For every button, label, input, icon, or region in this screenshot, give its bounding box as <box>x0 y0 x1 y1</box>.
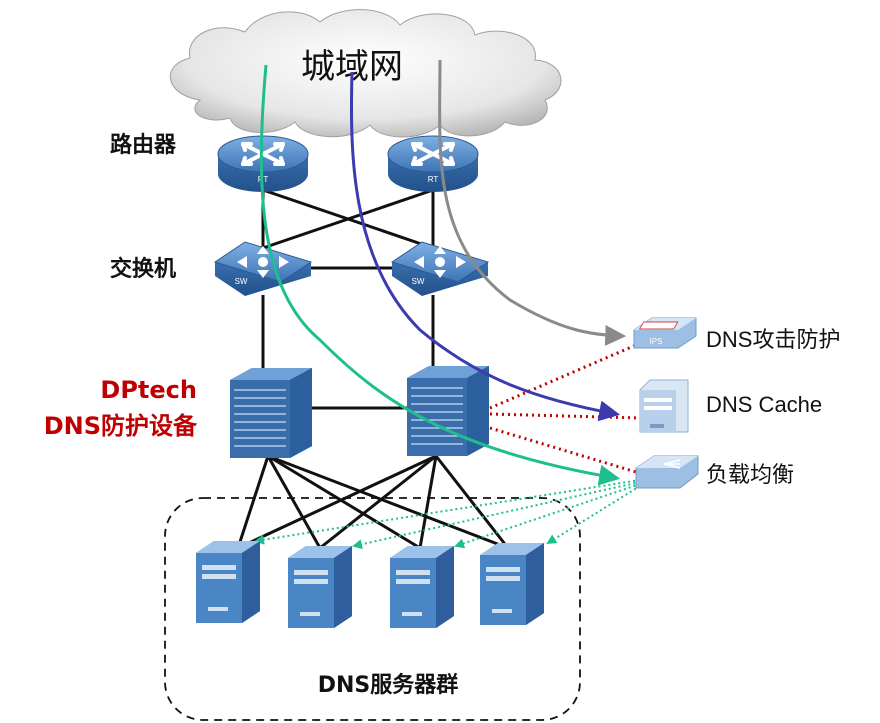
link-dnsL-srv3 <box>267 454 421 550</box>
dptech-label-line2: DNS防护设备 <box>44 412 198 440</box>
ips-tag-icon: IPS <box>650 337 663 346</box>
traffic-path-navy <box>349 71 621 422</box>
router-left: RT <box>217 135 309 192</box>
traffic-path-gray <box>438 59 627 346</box>
dns-attack-protection-device: IPS <box>633 317 697 349</box>
chassis-slots-icon <box>234 389 286 447</box>
network-links <box>236 188 510 550</box>
link-dns-cache <box>489 412 641 420</box>
link-router-right-switch-left <box>262 188 434 250</box>
dns-server-4 <box>480 543 544 625</box>
dns-cache-device <box>639 379 689 433</box>
router-arrows-icon <box>241 142 285 166</box>
router-layer-label: 路由器 <box>110 132 177 158</box>
dns-server-3 <box>390 546 454 628</box>
load-balance-arrows-icon <box>663 459 681 469</box>
switch-arrows-icon <box>414 246 466 278</box>
switch-right: SW <box>390 241 490 296</box>
switch-layer-label: 交换机 <box>110 256 176 282</box>
link-dnsR-srv1 <box>237 454 437 550</box>
switch-left: SW <box>213 241 313 296</box>
link-dnsR-srv2 <box>319 454 437 550</box>
link-dnsR-srv4 <box>434 455 510 549</box>
chassis-slots-icon <box>411 387 463 445</box>
lb-to-server-2 <box>352 481 641 550</box>
dns-server-2 <box>288 546 352 628</box>
link-dnsR-srv3 <box>418 455 438 549</box>
traffic-path-teal <box>259 64 621 486</box>
switch-tag: SW <box>412 277 425 286</box>
dns-protection-device-left <box>230 368 312 458</box>
router-right: RT <box>387 135 479 192</box>
server-group-label: DNS服务器群 <box>318 672 459 698</box>
dns-protection-device-right <box>407 366 489 456</box>
lb-to-server-1 <box>254 479 641 545</box>
dns-cache-label: DNS Cache <box>706 392 822 417</box>
lb-to-server-4 <box>546 485 641 545</box>
switch-arrows-icon <box>237 246 289 278</box>
link-dnsL-srv2 <box>266 455 322 549</box>
dns-attack-protection-label: DNS攻击防护 <box>706 327 840 352</box>
link-dns-attack-protection <box>489 343 637 410</box>
metro-network-cloud: 城域网 <box>169 9 562 138</box>
load-balancer-server-links <box>254 479 641 550</box>
router-arrows-icon <box>411 142 455 166</box>
lb-to-server-3 <box>454 483 641 549</box>
link-load-balancer <box>489 426 637 474</box>
dns-server-1 <box>196 541 260 623</box>
link-dnsL-srv4 <box>267 454 509 550</box>
load-balancer-label: 负载均衡 <box>706 462 794 487</box>
load-balancer-device <box>635 455 699 489</box>
dptech-label-line1: DPtech <box>100 376 197 404</box>
switch-tag: SW <box>235 277 248 286</box>
side-device-links <box>489 343 641 474</box>
server-group-box <box>164 497 581 721</box>
link-dnsL-srv1 <box>236 455 270 549</box>
router-tag: RT <box>428 175 439 184</box>
